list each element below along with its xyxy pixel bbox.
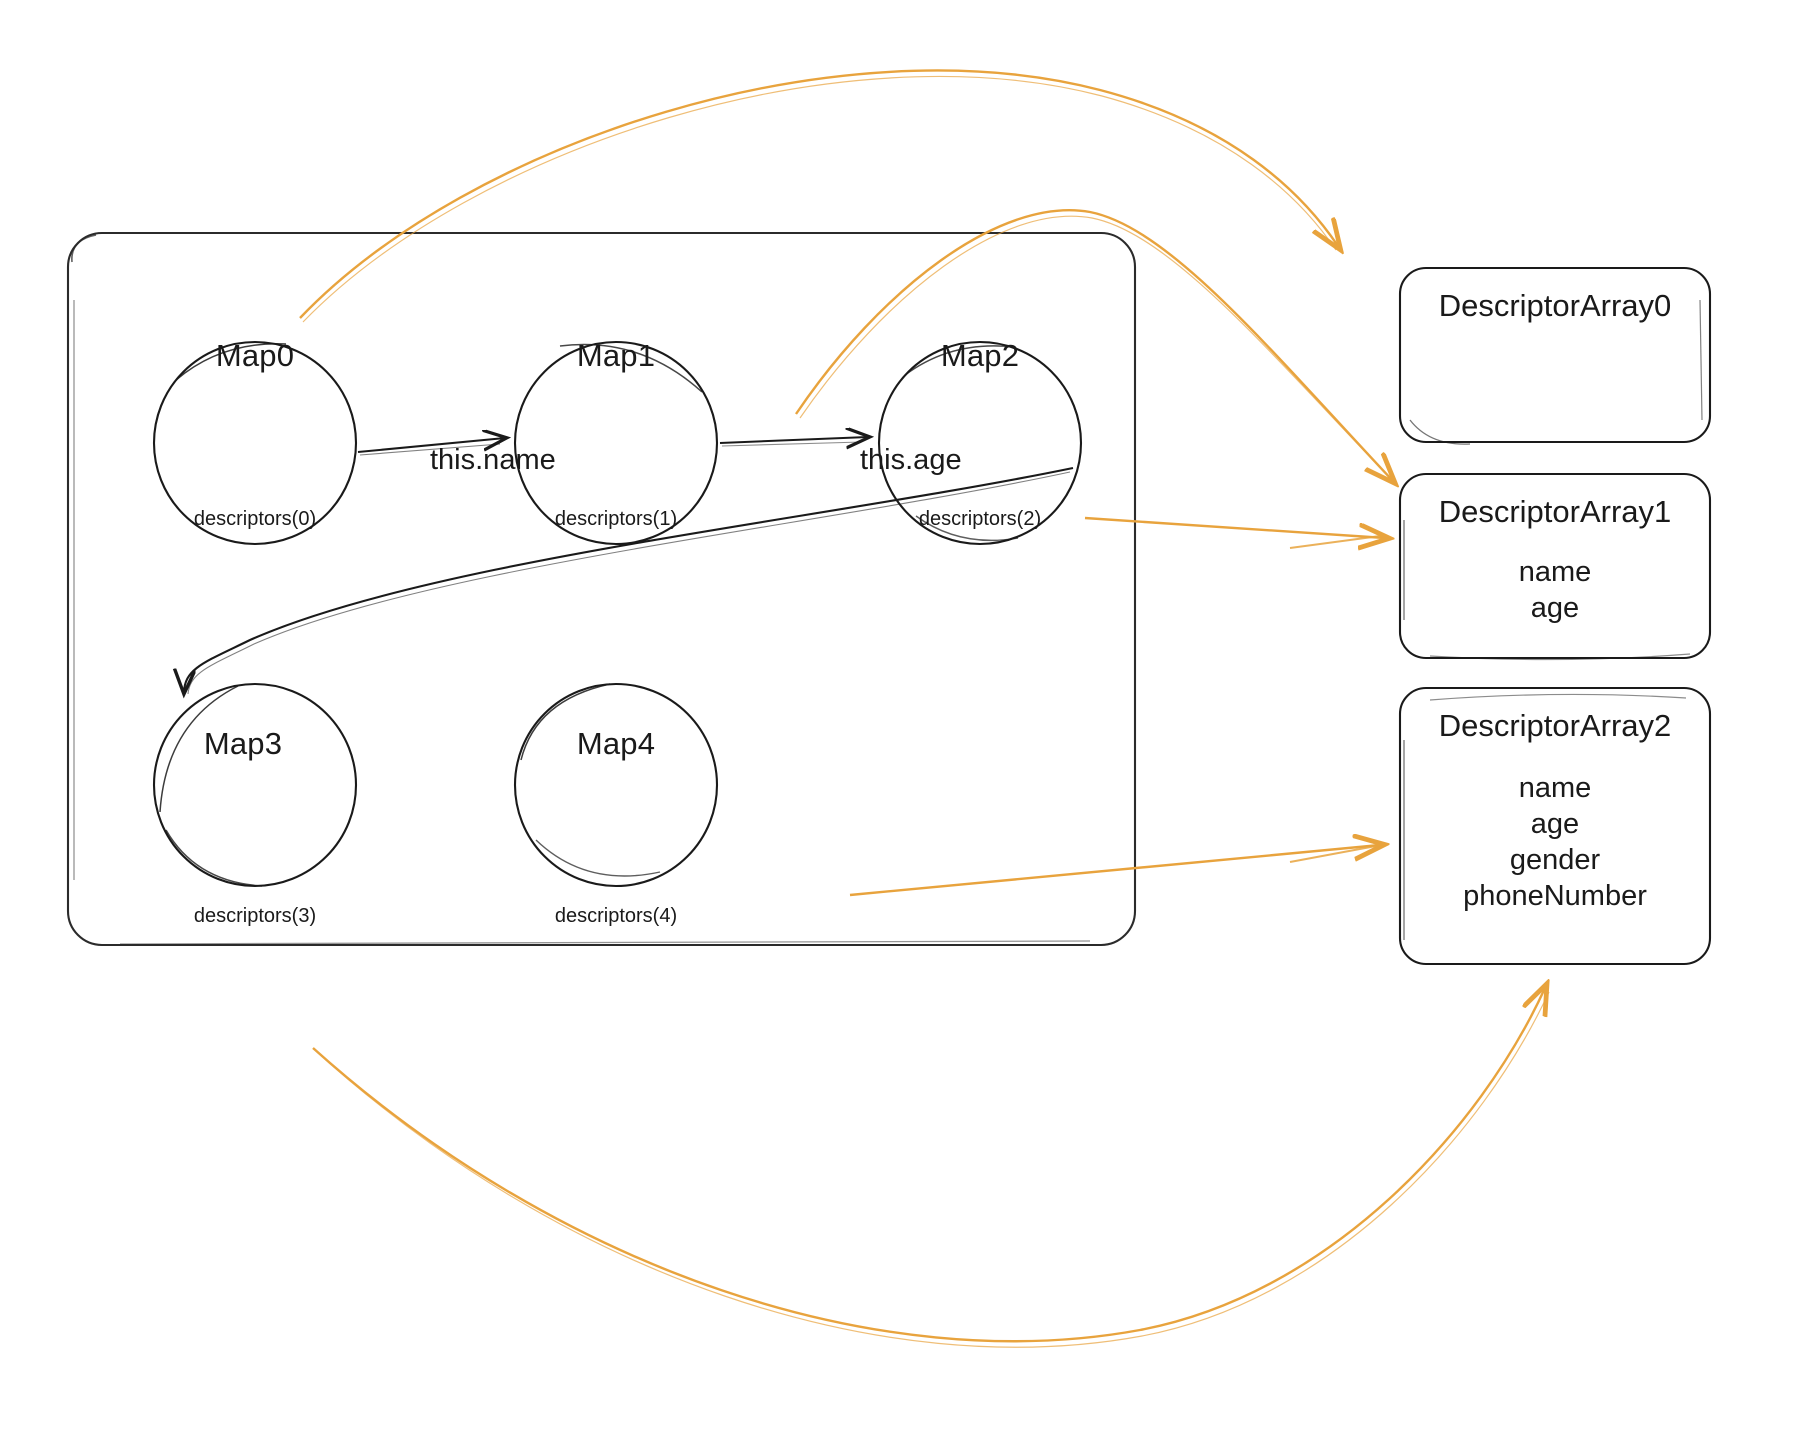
descriptor-field: age <box>1530 592 1580 624</box>
descriptor-array-1-outline <box>1398 472 1712 661</box>
descriptor-array-0-title: DescriptorArray0 <box>1438 288 1672 323</box>
map4-circle <box>513 682 719 888</box>
map0-circle <box>152 340 358 546</box>
descriptor-array-2-fields: name age gender phoneNumber <box>1400 770 1710 914</box>
descriptor-array-1-title: DescriptorArray1 <box>1438 494 1672 529</box>
descriptor-array-0-outline <box>1398 266 1712 445</box>
map3-descriptors-label: descriptors(3) <box>193 905 317 927</box>
map4-descriptors-label: descriptors(4) <box>554 905 678 927</box>
map2-descriptors-label: descriptors(2) <box>918 508 1042 530</box>
maps-container-outline <box>66 231 1137 947</box>
descriptor-array-2[interactable]: DescriptorArray2 name age gender phoneNumbe… <box>1400 688 1710 964</box>
map3-title: Map3 <box>203 726 283 761</box>
transition-arrow-map2-to-map3 <box>184 466 1074 694</box>
descriptor-field: phoneNumber <box>1463 880 1647 912</box>
descriptor-field: name <box>1518 772 1592 804</box>
descriptor-field: age <box>1530 808 1580 840</box>
map3-circle <box>152 682 358 888</box>
link-map0-to-descriptor-array-0 <box>299 69 1338 323</box>
link-map4-to-descriptor-array-2 <box>849 845 1380 897</box>
transition-label-this-age: this.age <box>860 444 962 476</box>
map0-title: Map0 <box>215 338 295 373</box>
transition-arrow-this-age <box>719 437 868 446</box>
transition-label-this-name: this.name <box>430 444 556 476</box>
link-map2-to-descriptor-array-1 <box>1084 516 1385 548</box>
map4-title: Map4 <box>576 726 656 761</box>
map1-title: Map1 <box>576 338 656 373</box>
descriptor-field: name <box>1518 556 1592 588</box>
descriptor-array-2-title: DescriptorArray2 <box>1438 708 1672 743</box>
descriptor-array-2-outline <box>1398 686 1712 966</box>
map2-title: Map2 <box>940 338 1020 373</box>
descriptor-array-1[interactable]: DescriptorArray1 name age <box>1400 474 1710 658</box>
descriptor-array-0[interactable]: DescriptorArray0 <box>1400 268 1710 442</box>
descriptor-field: gender <box>1509 844 1601 876</box>
map0-descriptors-label: descriptors(0) <box>193 508 317 530</box>
link-map1-to-descriptor-array-1 <box>795 209 1396 484</box>
map1-circle <box>513 340 719 546</box>
map1-descriptors-label: descriptors(1) <box>554 508 678 530</box>
transition-arrow-this-name <box>357 438 505 456</box>
descriptor-array-1-fields: name age <box>1400 554 1710 626</box>
link-map3-to-descriptor-array-2 <box>312 988 1549 1348</box>
